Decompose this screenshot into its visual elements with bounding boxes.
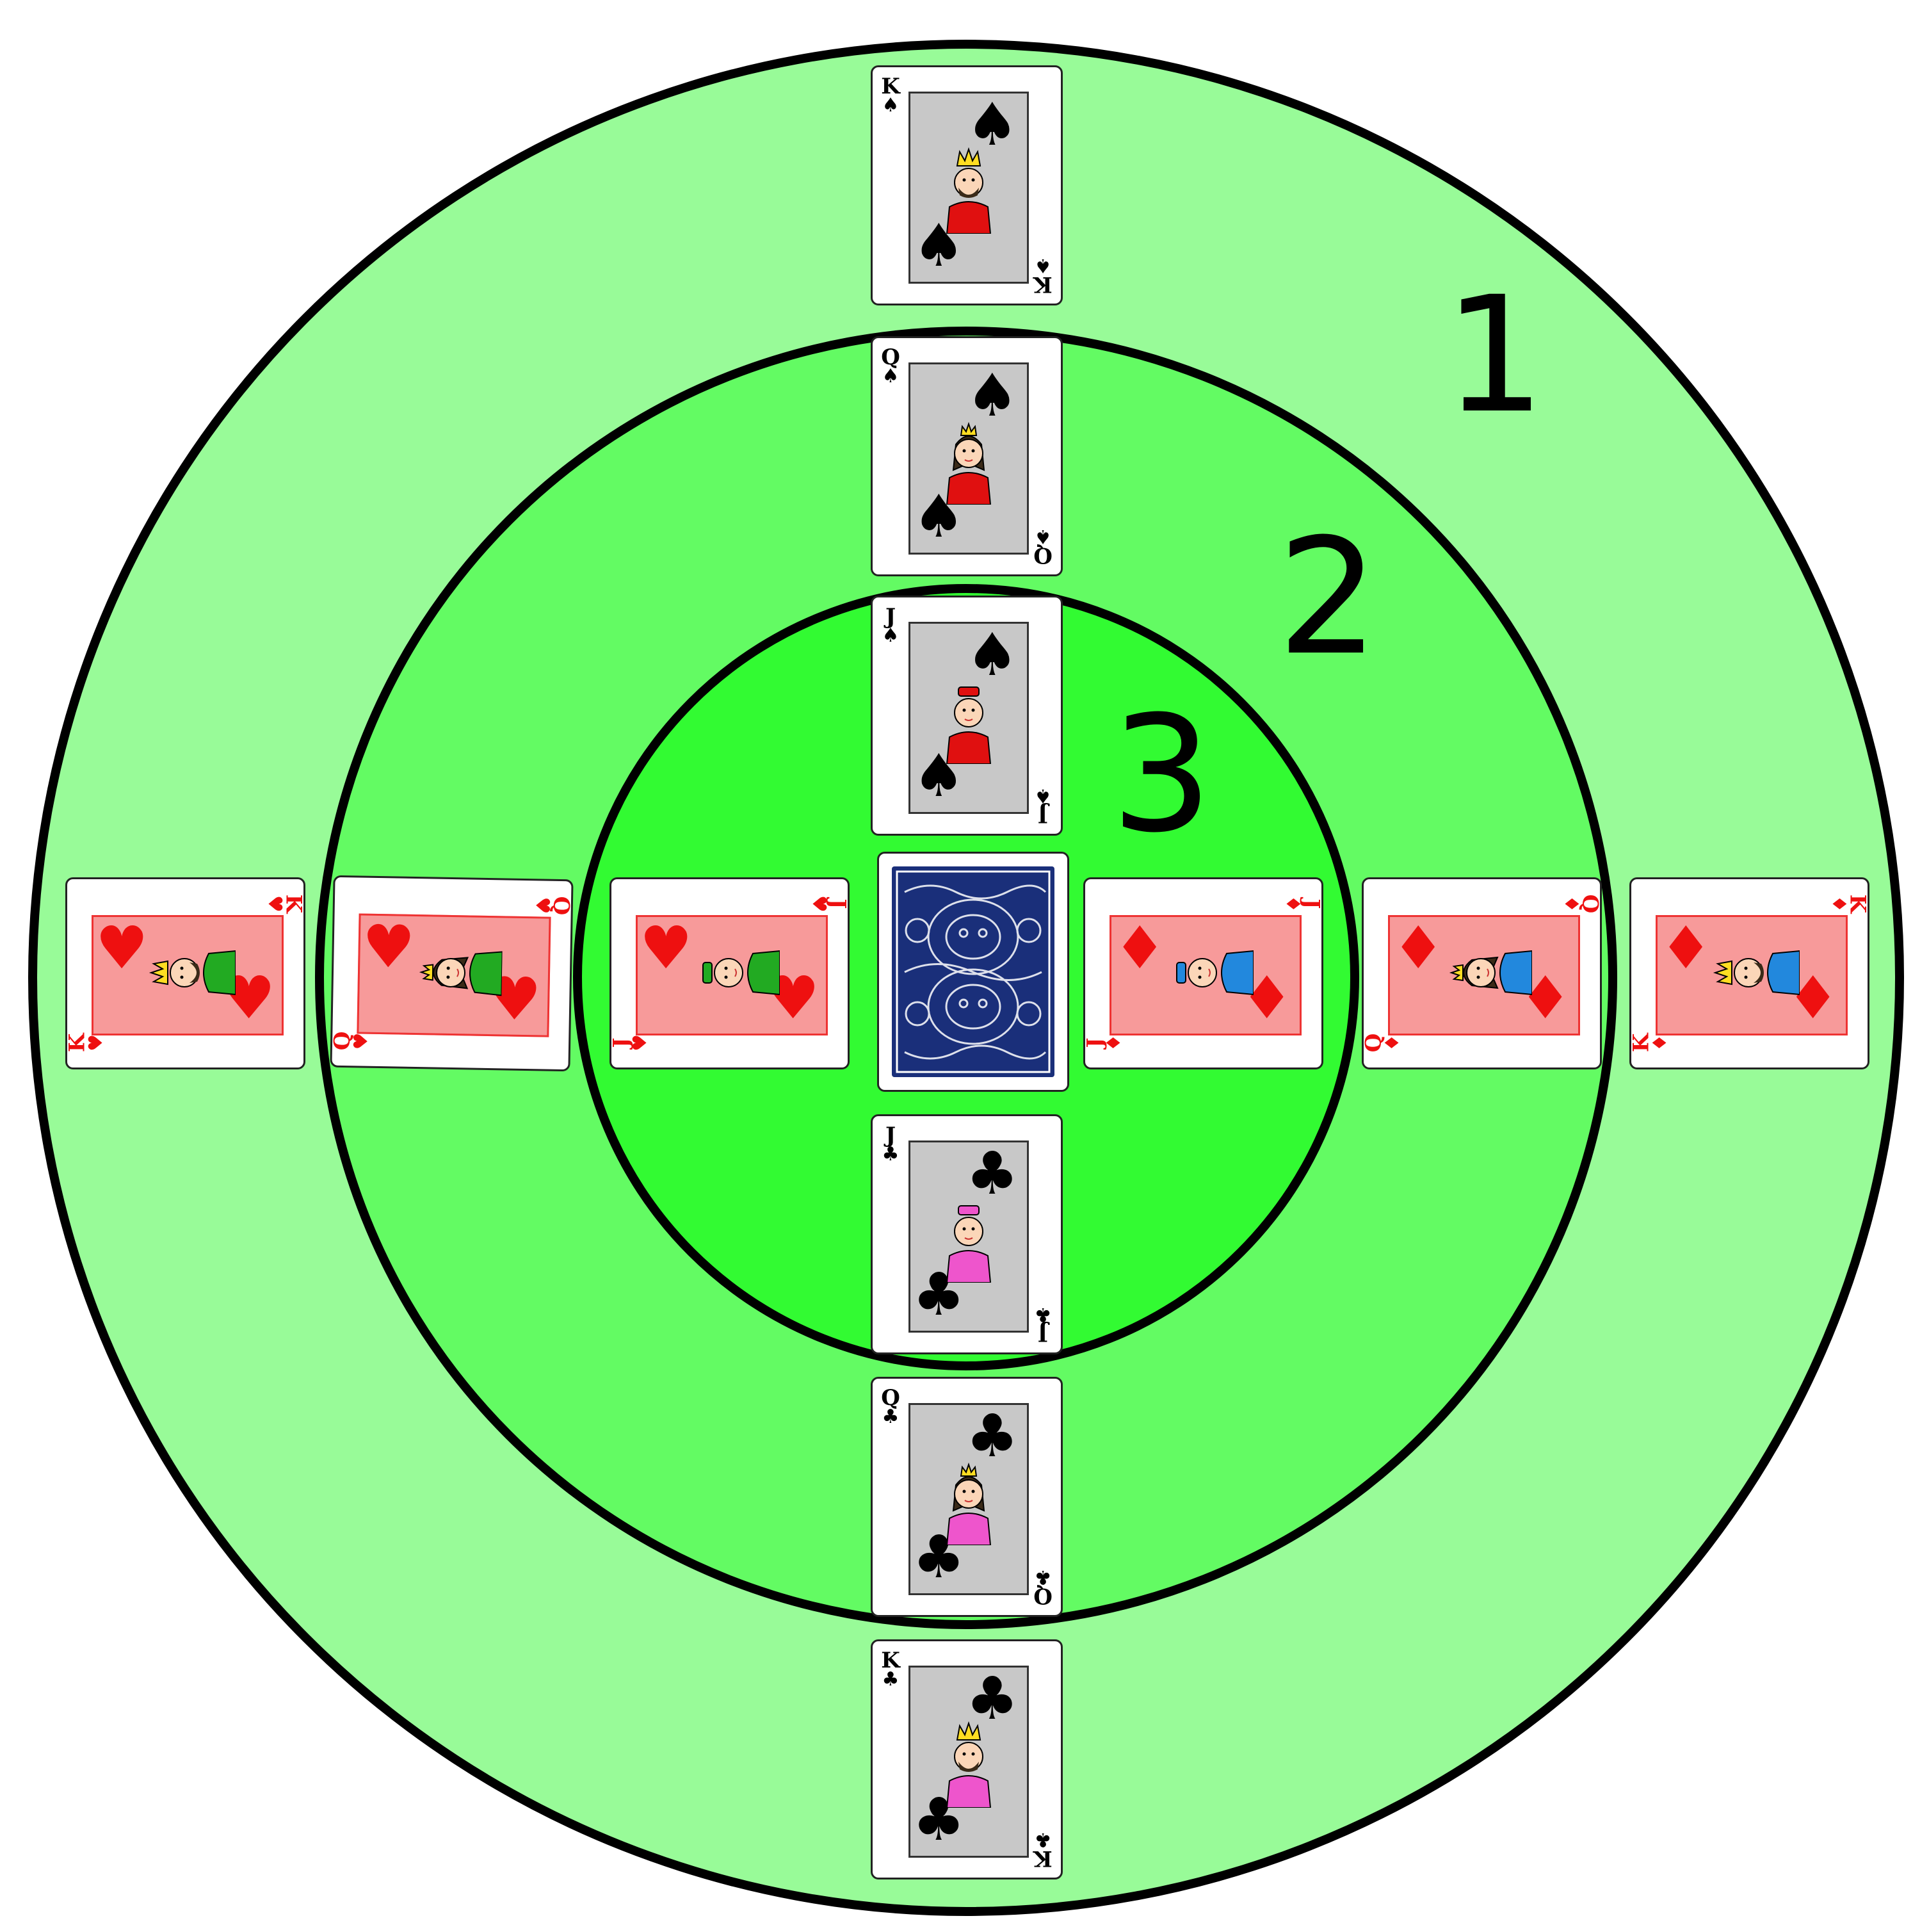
card-rank: J bbox=[885, 1123, 896, 1148]
card-corner-suit-icon: ♣ bbox=[882, 1143, 900, 1166]
card-jack-of-spades[interactable]: J♠J♠♠♠ bbox=[871, 596, 1063, 836]
card-king-of-spades[interactable]: K♠K♠♠♠ bbox=[871, 65, 1063, 305]
queen-figure bbox=[933, 1449, 1005, 1546]
card-pip-suit-icon: ♣ bbox=[965, 1664, 1019, 1733]
card-corner-suit-icon: ♠ bbox=[882, 624, 900, 647]
card-corner-top: K♦ bbox=[1827, 891, 1870, 916]
jack-figure bbox=[1158, 937, 1254, 1009]
king-figure bbox=[933, 138, 1005, 234]
card-face-panel bbox=[1388, 915, 1580, 1035]
card-pip-suit-icon: ♥ bbox=[95, 914, 149, 982]
card-pip-suit-icon: ♦ bbox=[1659, 914, 1713, 982]
card-corner-suit-icon: ♥ bbox=[629, 1034, 652, 1052]
ring-label-1: 1 bbox=[1444, 262, 1546, 448]
card-jack-of-diamonds[interactable]: J♦J♦♦♦ bbox=[1083, 877, 1324, 1069]
queen-figure bbox=[405, 936, 503, 1010]
card-corner-suit-icon: ♦ bbox=[1381, 1034, 1404, 1052]
card-face-panel bbox=[1656, 915, 1848, 1035]
card-pip-suit-icon: ♦ bbox=[1113, 914, 1166, 982]
card-corner-bottom: Q♦ bbox=[1361, 1030, 1404, 1056]
card-king-of-hearts[interactable]: K♥K♥♥♥ bbox=[65, 877, 306, 1069]
jack-figure bbox=[933, 1187, 1005, 1283]
card-corner-top: Q♥ bbox=[531, 893, 574, 919]
card-pip-suit-icon: ♣ bbox=[965, 1402, 1019, 1470]
card-rank: K bbox=[881, 1648, 900, 1673]
jack-figure bbox=[933, 668, 1005, 765]
jack-figure bbox=[684, 937, 780, 1009]
ring-label-2: 2 bbox=[1277, 504, 1380, 690]
card-pip-suit-icon: ♣ bbox=[965, 1139, 1019, 1208]
card-pip-suit-icon: ♠ bbox=[965, 90, 1019, 159]
king-figure bbox=[140, 937, 236, 1009]
queen-figure bbox=[1436, 937, 1532, 1009]
card-pip-suit-icon: ♥ bbox=[640, 914, 693, 982]
card-corner-top: Q♣ bbox=[878, 1385, 903, 1429]
king-figure bbox=[933, 1712, 1005, 1808]
card-rank: K bbox=[881, 74, 900, 99]
king-figure bbox=[1704, 937, 1800, 1009]
card-corner-suit-icon: ♠ bbox=[882, 365, 900, 388]
card-corner-top: J♣ bbox=[878, 1123, 903, 1166]
card-corner-suit-icon: ♦ bbox=[1281, 895, 1304, 913]
card-corner-suit-icon: ♠ bbox=[882, 94, 900, 117]
card-corner-bottom: J♣ bbox=[1030, 1303, 1056, 1346]
card-corner-suit-icon: ♥ bbox=[807, 895, 830, 913]
card-corner-top: K♥ bbox=[263, 891, 306, 916]
card-jack-of-hearts[interactable]: J♥J♥♥♥ bbox=[609, 877, 850, 1069]
card-corner-bottom: Q♠ bbox=[1030, 525, 1056, 568]
card-corner-suit-icon: ♦ bbox=[1102, 1034, 1126, 1052]
card-corner-top: K♠ bbox=[878, 76, 903, 115]
card-corner-top: K♣ bbox=[878, 1650, 903, 1689]
card-rank: Q bbox=[881, 1385, 900, 1411]
card-corner-suit-icon: ♣ bbox=[882, 1406, 900, 1429]
card-corner-top: J♦ bbox=[1281, 891, 1324, 916]
card-corner-bottom: K♥ bbox=[65, 1030, 108, 1056]
card-rank: Q bbox=[881, 345, 900, 370]
card-corner-top: Q♦ bbox=[1560, 891, 1602, 916]
card-corner-top: J♥ bbox=[807, 891, 850, 916]
card-corner-bottom: Q♥ bbox=[329, 1028, 373, 1054]
card-corner-suit-icon: ♥ bbox=[85, 1034, 108, 1052]
card-corner-top: Q♠ bbox=[878, 345, 903, 388]
card-king-of-clubs[interactable]: K♣K♣♣♣ bbox=[871, 1639, 1063, 1879]
card-corner-bottom: Q♣ bbox=[1030, 1566, 1056, 1609]
card-queen-of-clubs[interactable]: Q♣Q♣♣♣ bbox=[871, 1377, 1063, 1617]
card-queen-of-spades[interactable]: Q♠Q♠♠♠ bbox=[871, 336, 1063, 576]
ring-label-3: 3 bbox=[1111, 681, 1213, 868]
card-queen-of-hearts[interactable]: Q♥Q♥♥♥ bbox=[329, 875, 574, 1072]
card-pip-suit-icon: ♠ bbox=[965, 361, 1019, 430]
card-corner-bottom: J♥ bbox=[609, 1030, 652, 1056]
card-corner-bottom: K♣ bbox=[1030, 1828, 1056, 1871]
card-back-pattern bbox=[892, 866, 1054, 1077]
card-corner-suit-icon: ♣ bbox=[1034, 1303, 1052, 1326]
card-pip-suit-icon: ♦ bbox=[1392, 914, 1445, 982]
card-corner-suit-icon: ♥ bbox=[350, 1032, 373, 1050]
card-king-of-diamonds[interactable]: K♦K♦♦♦ bbox=[1629, 877, 1870, 1069]
card-queen-of-diamonds[interactable]: Q♦Q♦♦♦ bbox=[1361, 877, 1602, 1069]
card-rank: J bbox=[885, 604, 896, 629]
card-jack-of-clubs[interactable]: J♣J♣♣♣ bbox=[871, 1114, 1063, 1354]
card-pip-suit-icon: ♠ bbox=[965, 621, 1019, 689]
card-corner-top: J♠ bbox=[878, 606, 903, 645]
card-corner-suit-icon: ♠ bbox=[1034, 784, 1052, 807]
card-corner-bottom: K♠ bbox=[1030, 254, 1056, 297]
card-corner-suit-icon: ♣ bbox=[882, 1668, 900, 1691]
card-corner-bottom: J♠ bbox=[1030, 784, 1056, 827]
card-corner-bottom: K♦ bbox=[1629, 1030, 1672, 1056]
card-corner-suit-icon: ♦ bbox=[1649, 1034, 1672, 1052]
card-corner-bottom: J♦ bbox=[1083, 1030, 1126, 1056]
queen-figure bbox=[933, 409, 1005, 505]
card-back-deck[interactable] bbox=[877, 852, 1069, 1092]
